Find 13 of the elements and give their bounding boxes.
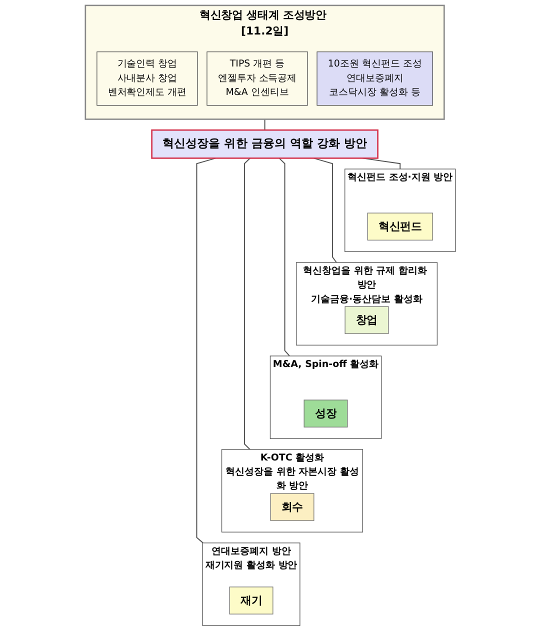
connector [264,119,265,130]
node-box: 창업 [344,306,388,334]
connector [278,158,290,356]
node-box: 혁신펀드 [366,212,433,240]
node-box: 혁신성장을 위한 금융의 역할 강화 방안 [150,129,378,159]
node-box: 재기 [228,586,273,614]
node-box: TIPS 개편 등 엔젤투자 소득공제 M&A 인센티브 [206,51,308,106]
node-box: 성장 [303,400,348,428]
connector [196,158,216,544]
connector [244,158,250,450]
node-box: 기술인력 창업 사내분사 창업 벤처확인제도 개편 [96,51,198,106]
node-box: 10조원 혁신펀드 조성 연대보증폐지 코스닥시장 활성화 등 [316,51,433,106]
node-box: 회수 [270,493,314,521]
